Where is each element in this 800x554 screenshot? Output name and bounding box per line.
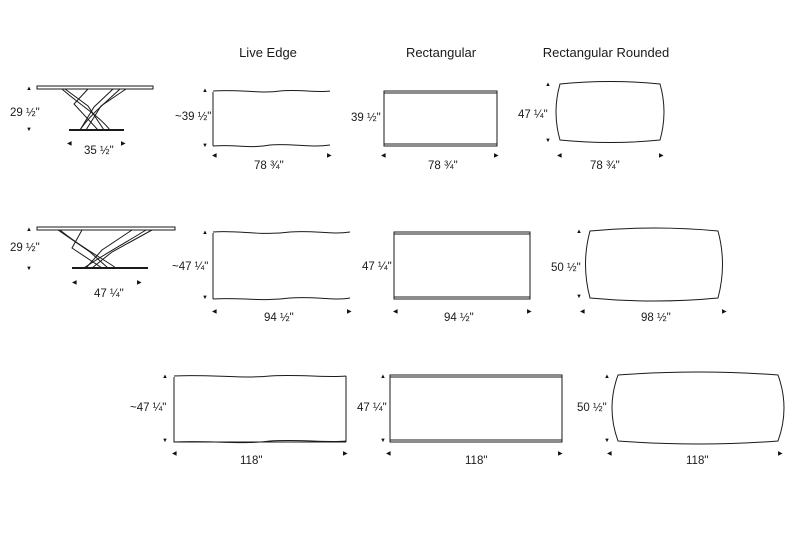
arrow-right-icon: ▶ <box>494 153 499 159</box>
side-depth-row2: 47 ¼" <box>94 288 124 300</box>
arrow-down-icon: ▼ <box>545 138 551 144</box>
live-edge-depth-row2: ~47 ¼" <box>172 261 209 273</box>
arrow-down-icon: ▼ <box>576 294 582 300</box>
side-depth-row1: 35 ½" <box>84 145 114 157</box>
arrow-right-icon: ▶ <box>558 451 563 457</box>
rectangular-top-row2 <box>393 231 531 300</box>
live-edge-width-row3: 118" <box>240 455 263 467</box>
rounded-top-row1 <box>555 81 665 143</box>
header-rectangular: Rectangular <box>405 45 477 60</box>
arrow-right-icon: ▶ <box>722 309 727 315</box>
rect-width-row3: 118" <box>465 455 488 467</box>
rect-depth-row2: 47 ¼" <box>362 261 392 273</box>
rect-width-row1: 78 ¾" <box>428 160 458 172</box>
live-edge-top-row1 <box>212 89 331 148</box>
arrow-left-icon: ◀ <box>386 451 391 457</box>
rounded-depth-row2: 50 ½" <box>551 262 581 274</box>
arrow-left-icon: ◀ <box>381 153 386 159</box>
rounded-width-row3: 118" <box>686 455 709 467</box>
arrow-down-icon: ▼ <box>26 127 32 133</box>
arrow-right-icon: ▶ <box>327 153 332 159</box>
arrow-right-icon: ▶ <box>527 309 532 315</box>
arrow-left-icon: ◀ <box>393 309 398 315</box>
rounded-top-row2 <box>585 227 723 302</box>
arrow-left-icon: ◀ <box>607 451 612 457</box>
arrow-down-icon: ▼ <box>202 143 208 149</box>
header-rectangular-rounded: Rectangular Rounded <box>542 45 670 60</box>
side-height-row1: 29 ½" <box>10 107 40 119</box>
arrow-left-icon: ◀ <box>580 309 585 315</box>
rect-depth-row3: 47 ¼" <box>357 402 387 414</box>
rounded-depth-row1: 47 ¼" <box>518 109 548 121</box>
live-edge-width-row1: 78 ¾" <box>254 160 284 172</box>
arrow-up-icon: ▲ <box>576 229 582 235</box>
live-edge-top-row2 <box>212 231 351 301</box>
arrow-up-icon: ▲ <box>26 227 32 233</box>
side-height-row2: 29 ½" <box>10 242 40 254</box>
arrow-left-icon: ◀ <box>72 280 77 286</box>
side-view-row2 <box>36 226 176 269</box>
rounded-depth-row3: 50 ½" <box>577 402 607 414</box>
arrow-left-icon: ◀ <box>172 451 177 457</box>
live-edge-width-row2: 94 ½" <box>264 312 294 324</box>
rect-depth-row1: 39 ½" <box>351 112 381 124</box>
rounded-top-row3 <box>611 371 785 445</box>
live-edge-depth-row3: ~47 ¼" <box>130 402 167 414</box>
live-edge-depth-row1: ~39 ½" <box>175 111 212 123</box>
arrow-down-icon: ▼ <box>604 438 610 444</box>
rectangular-top-row3 <box>389 374 563 443</box>
rectangular-top-row1 <box>383 90 498 147</box>
arrow-left-icon: ◀ <box>67 141 72 147</box>
arrow-down-icon: ▼ <box>380 438 386 444</box>
header-live-edge: Live Edge <box>239 45 297 60</box>
arrow-up-icon: ▲ <box>380 374 386 380</box>
arrow-down-icon: ▼ <box>26 266 32 272</box>
rounded-width-row2: 98 ½" <box>641 312 671 324</box>
arrow-up-icon: ▲ <box>604 374 610 380</box>
arrow-up-icon: ▲ <box>202 88 208 94</box>
arrow-left-icon: ◀ <box>212 153 217 159</box>
rounded-width-row1: 78 ¾" <box>590 160 620 172</box>
arrow-right-icon: ▶ <box>778 451 783 457</box>
arrow-up-icon: ▲ <box>545 82 551 88</box>
arrow-right-icon: ▶ <box>343 451 348 457</box>
side-view-row1 <box>36 85 154 131</box>
arrow-right-icon: ▶ <box>121 141 126 147</box>
arrow-down-icon: ▼ <box>162 438 168 444</box>
arrow-left-icon: ◀ <box>557 153 562 159</box>
arrow-up-icon: ▲ <box>202 230 208 236</box>
arrow-down-icon: ▼ <box>202 295 208 301</box>
arrow-up-icon: ▲ <box>26 86 32 92</box>
arrow-up-icon: ▲ <box>162 374 168 380</box>
arrow-right-icon: ▶ <box>347 309 352 315</box>
rect-width-row2: 94 ½" <box>444 312 474 324</box>
arrow-left-icon: ◀ <box>212 309 217 315</box>
live-edge-top-row3 <box>173 374 347 444</box>
arrow-right-icon: ▶ <box>659 153 664 159</box>
arrow-right-icon: ▶ <box>137 280 142 286</box>
